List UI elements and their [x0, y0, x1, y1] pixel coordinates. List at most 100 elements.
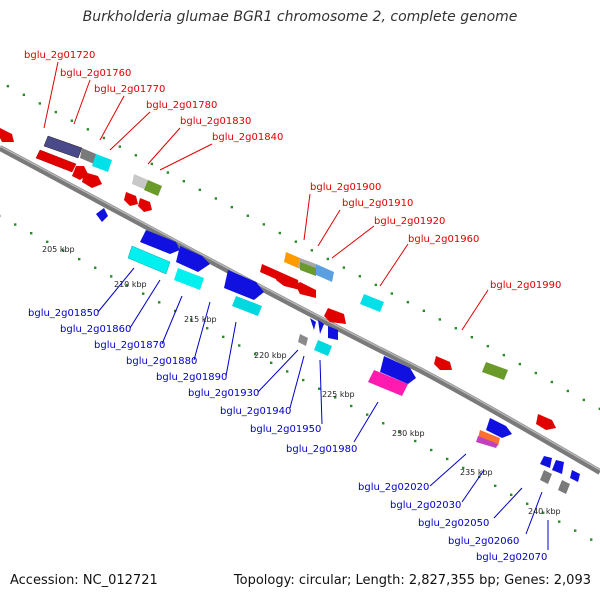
- track-dot: [398, 430, 401, 434]
- reverse-gene-label-9: bglu_2g02020: [358, 482, 429, 493]
- gene-arrow[interactable]: [328, 326, 338, 340]
- gene-box[interactable]: [476, 436, 498, 448]
- track-dot: [542, 511, 545, 514]
- track-dot: [246, 214, 250, 217]
- gene-arrow[interactable]: [296, 282, 316, 298]
- track-dot: [582, 398, 586, 402]
- gene-arrow[interactable]: [318, 320, 324, 334]
- scale-tick-label-7: 240 kbp: [528, 507, 561, 516]
- track-dot: [102, 136, 106, 140]
- gene-arrow[interactable]: [276, 272, 300, 290]
- gene-box[interactable]: [300, 262, 316, 276]
- track-dot: [374, 283, 378, 287]
- reverse-gene-label-5: bglu_2g01930: [188, 388, 259, 399]
- gene-box[interactable]: [132, 174, 148, 190]
- gene-arrow[interactable]: [140, 230, 180, 254]
- track-dot: [214, 197, 218, 200]
- track-dot: [294, 240, 298, 243]
- gene-box[interactable]: [144, 180, 162, 196]
- reverse-gene-label-4: bglu_2g01890: [156, 372, 227, 383]
- scale-tick-label-5: 230 kbp: [392, 429, 425, 438]
- track-dot: [486, 344, 490, 348]
- track-dot: [350, 404, 353, 408]
- accession-text: Accession: NC_012721: [10, 573, 158, 588]
- gene-box[interactable]: [284, 252, 300, 268]
- gene-arrow[interactable]: [124, 192, 138, 206]
- track-dot: [318, 387, 321, 390]
- track-dot: [598, 407, 600, 411]
- gene-box[interactable]: [314, 264, 334, 282]
- forward-gene-labels: bglu_2g01720bglu_2g01760bglu_2g01770bglu…: [24, 50, 561, 291]
- track-dot: [158, 301, 161, 304]
- track-dot: [406, 300, 410, 304]
- track-dot: [22, 93, 26, 96]
- gene-box[interactable]: [80, 148, 96, 164]
- gene-box[interactable]: [478, 430, 500, 446]
- reverse-gene-label-2: bglu_2g01870: [94, 340, 165, 351]
- scale-tick-label-1: 210 kbp: [114, 280, 147, 289]
- track-dot: [566, 389, 570, 393]
- gene-box[interactable]: [174, 268, 204, 290]
- track-dot: [454, 327, 458, 330]
- gene-arrow[interactable]: [260, 264, 280, 280]
- track-dot: [166, 171, 170, 174]
- track-dot: [534, 371, 538, 375]
- gene-box[interactable]: [92, 154, 112, 172]
- gene-arrow[interactable]: [0, 128, 14, 142]
- track-dot: [310, 249, 314, 252]
- gene-arrow[interactable]: [570, 470, 580, 482]
- gene-box[interactable]: [43, 135, 83, 159]
- track-dot: [14, 223, 17, 226]
- gene-box[interactable]: [232, 296, 262, 316]
- track-dot: [390, 292, 394, 295]
- track-dot: [446, 457, 449, 461]
- gene-arrow[interactable]: [552, 460, 564, 474]
- gene-arrow[interactable]: [82, 172, 102, 188]
- track-dot: [574, 529, 577, 532]
- gene-arrow[interactable]: [486, 418, 512, 438]
- gene-arrow[interactable]: [380, 356, 416, 384]
- track-dot: [6, 84, 10, 88]
- gene-box[interactable]: [314, 340, 332, 356]
- track-dot: [262, 223, 266, 226]
- gene-box[interactable]: [558, 480, 570, 494]
- gene-arrow[interactable]: [35, 149, 77, 173]
- track-dot: [118, 145, 122, 148]
- chromosome-backbone: [0, 145, 600, 475]
- track-dot: [510, 493, 513, 496]
- track-dot: [286, 370, 289, 373]
- gene-arrow[interactable]: [536, 414, 556, 430]
- gene-arrow[interactable]: [540, 456, 552, 468]
- track-dot: [326, 257, 330, 261]
- track-dot: [94, 266, 97, 269]
- gene-arrow[interactable]: [176, 246, 210, 272]
- track-dot: [38, 102, 42, 105]
- gene-arrow[interactable]: [434, 356, 452, 370]
- track-dot: [142, 292, 145, 295]
- map-title: Burkholderia glumae BGR1 chromosome 2, c…: [82, 9, 518, 25]
- gene-arrow[interactable]: [310, 318, 316, 330]
- track-dot: [382, 422, 385, 425]
- track-dot: [110, 275, 113, 278]
- track-dot: [150, 162, 154, 166]
- gene-arrow[interactable]: [138, 198, 152, 212]
- track-dot: [134, 154, 138, 157]
- gene-box[interactable]: [482, 362, 508, 380]
- track-dot: [54, 110, 58, 114]
- gene-box[interactable]: [368, 370, 408, 396]
- gene-arrow[interactable]: [96, 208, 108, 222]
- gene-box[interactable]: [127, 245, 171, 275]
- reverse-gene-label-12: bglu_2g02060: [448, 536, 519, 547]
- forward-gene-label-9: bglu_2g01960: [408, 234, 479, 245]
- gene-box[interactable]: [540, 470, 552, 484]
- gene-arrow[interactable]: [224, 270, 264, 300]
- track-dot: [342, 266, 346, 269]
- gene-box[interactable]: [298, 334, 308, 346]
- reverse-gene-labels: bglu_2g01850bglu_2g01860bglu_2g01870bglu…: [28, 308, 547, 563]
- reverse-gene-label-10: bglu_2g02030: [390, 500, 461, 511]
- gene-box[interactable]: [360, 294, 384, 312]
- track-dot: [590, 538, 593, 541]
- gene-arrow[interactable]: [324, 308, 346, 324]
- label-leader-lines: [43, 61, 549, 550]
